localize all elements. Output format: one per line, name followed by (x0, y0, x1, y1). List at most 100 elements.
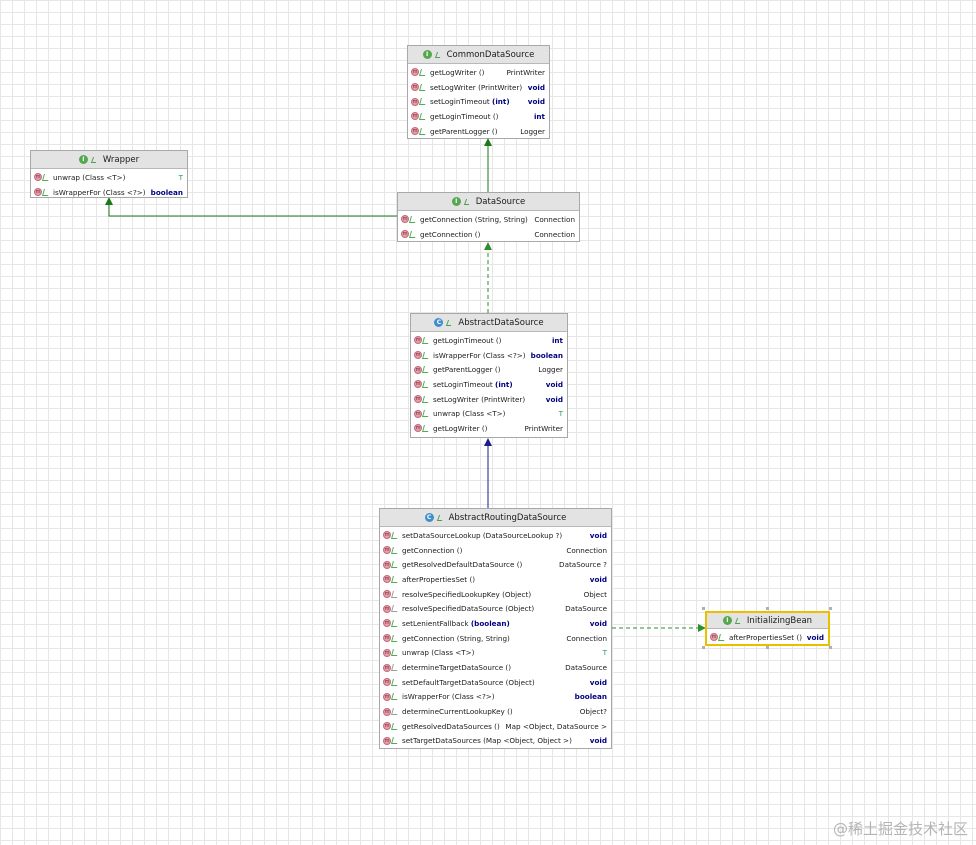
node-header: I Wrapper (31, 151, 187, 169)
selection-handle[interactable] (702, 607, 705, 610)
method-icon: m (414, 351, 422, 360)
return-type: DataSource (565, 604, 607, 614)
interface-icon: I (422, 50, 432, 59)
method-name: afterPropertiesSet (729, 632, 795, 642)
method-icon: m (414, 336, 422, 345)
method-icon: m (383, 604, 391, 613)
method-name: getConnection (402, 633, 455, 643)
method-signature: setLogWriter (PrintWriter) (430, 83, 524, 92)
method-params: () (494, 721, 500, 731)
return-type: boolean (574, 692, 607, 702)
method-name: isWrapperFor (433, 350, 481, 360)
method-icon: m (383, 678, 391, 687)
return-type: void (589, 677, 607, 687)
public-visibility-icon (391, 531, 399, 539)
method-name: determineCurrentLookupKey (402, 707, 505, 717)
method-icon: m (383, 531, 391, 540)
return-type: Connection (566, 633, 607, 643)
method-icon: m (383, 692, 391, 701)
method-params: () (481, 423, 488, 433)
method-name: setDefaultTargetDataSource (402, 677, 504, 687)
return-type: boolean (150, 187, 183, 197)
return-type: void (589, 618, 607, 628)
method-params: (Map <Object, Object >) (483, 736, 572, 746)
selection-handle[interactable] (766, 607, 769, 610)
method-params: (Object) (502, 589, 532, 599)
selection-handle[interactable] (829, 646, 832, 649)
selection-handle[interactable] (829, 607, 832, 610)
method-icon: m (710, 633, 718, 642)
package-visibility-icon (391, 664, 399, 672)
method-icon: m (383, 560, 391, 569)
method-name: getResolvedDefaultDataSource (402, 560, 515, 570)
return-type: void (806, 632, 824, 642)
selection-handle[interactable] (766, 646, 769, 649)
method-signature: setLoginTimeout (int) (430, 97, 524, 106)
public-visibility-icon (391, 575, 399, 583)
return-type: PrintWriter (506, 67, 545, 77)
method-signature: resolveSpecifiedLookupKey (Object) (402, 590, 580, 599)
method-params: () (478, 67, 485, 77)
method-params: (Class <T>) (462, 409, 506, 419)
method-name: getLogWriter (430, 67, 477, 77)
method-icon: m (383, 546, 391, 555)
public-visibility-icon (42, 188, 50, 196)
method-signature: getResolvedDataSources () (402, 722, 501, 731)
public-visibility-icon (419, 68, 427, 76)
public-visibility-icon (391, 737, 399, 745)
interface-icon: I (722, 616, 732, 625)
method-params: () (474, 229, 481, 239)
method-signature: getLoginTimeout () (430, 112, 530, 121)
method-signature: isWrapperFor (Class <?>) (53, 188, 147, 197)
public-visibility-icon (422, 395, 430, 403)
method-icon: m (414, 395, 422, 404)
method-icon: m (34, 173, 42, 182)
return-type: T (178, 172, 183, 182)
pin-icon (734, 617, 743, 624)
method-icon: m (411, 97, 419, 106)
node-title: DataSource (475, 196, 526, 207)
method-signature: getLoginTimeout () (433, 336, 548, 345)
method-params: () (495, 335, 502, 345)
selection-handle[interactable] (702, 646, 705, 649)
method-params: () (516, 560, 523, 570)
